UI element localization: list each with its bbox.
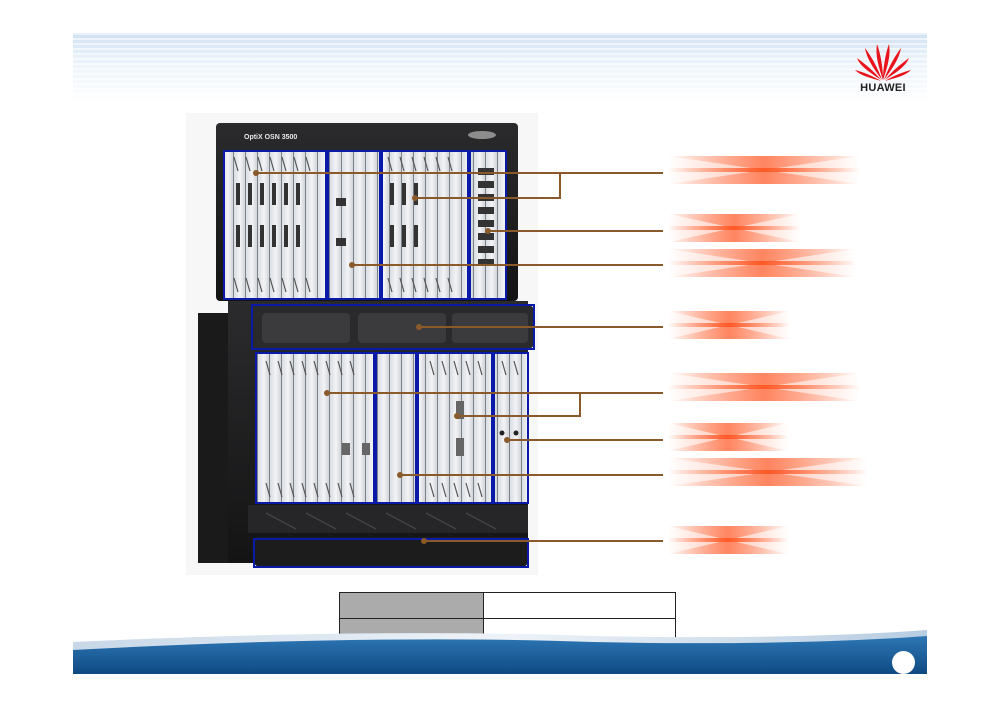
page-number (892, 651, 915, 674)
table-value-cell (483, 592, 676, 619)
callout-bar-7 (668, 458, 868, 486)
callout-bar-4 (668, 311, 790, 339)
callout-bar-1 (668, 156, 860, 184)
callout-bar-6 (668, 423, 788, 451)
cable-tray (254, 537, 528, 567)
brand-name: HUAWEI (860, 82, 906, 94)
callout-bar-2 (668, 214, 800, 242)
table-key-cell (339, 592, 484, 619)
callout-bar-5 (668, 373, 860, 401)
callout-bar-8 (668, 526, 788, 554)
footer-band (73, 630, 927, 674)
table-row (339, 592, 676, 619)
huawei-logo: HUAWEI (853, 38, 913, 98)
header-band (73, 33, 927, 103)
model-label: OptiX OSN 3500 (244, 134, 297, 141)
huawei-petals-icon (855, 44, 911, 81)
equipment-chassis: OptiX OSN 3500 (186, 113, 538, 575)
callout-bar-3 (668, 249, 856, 277)
header-stripes (73, 33, 927, 103)
